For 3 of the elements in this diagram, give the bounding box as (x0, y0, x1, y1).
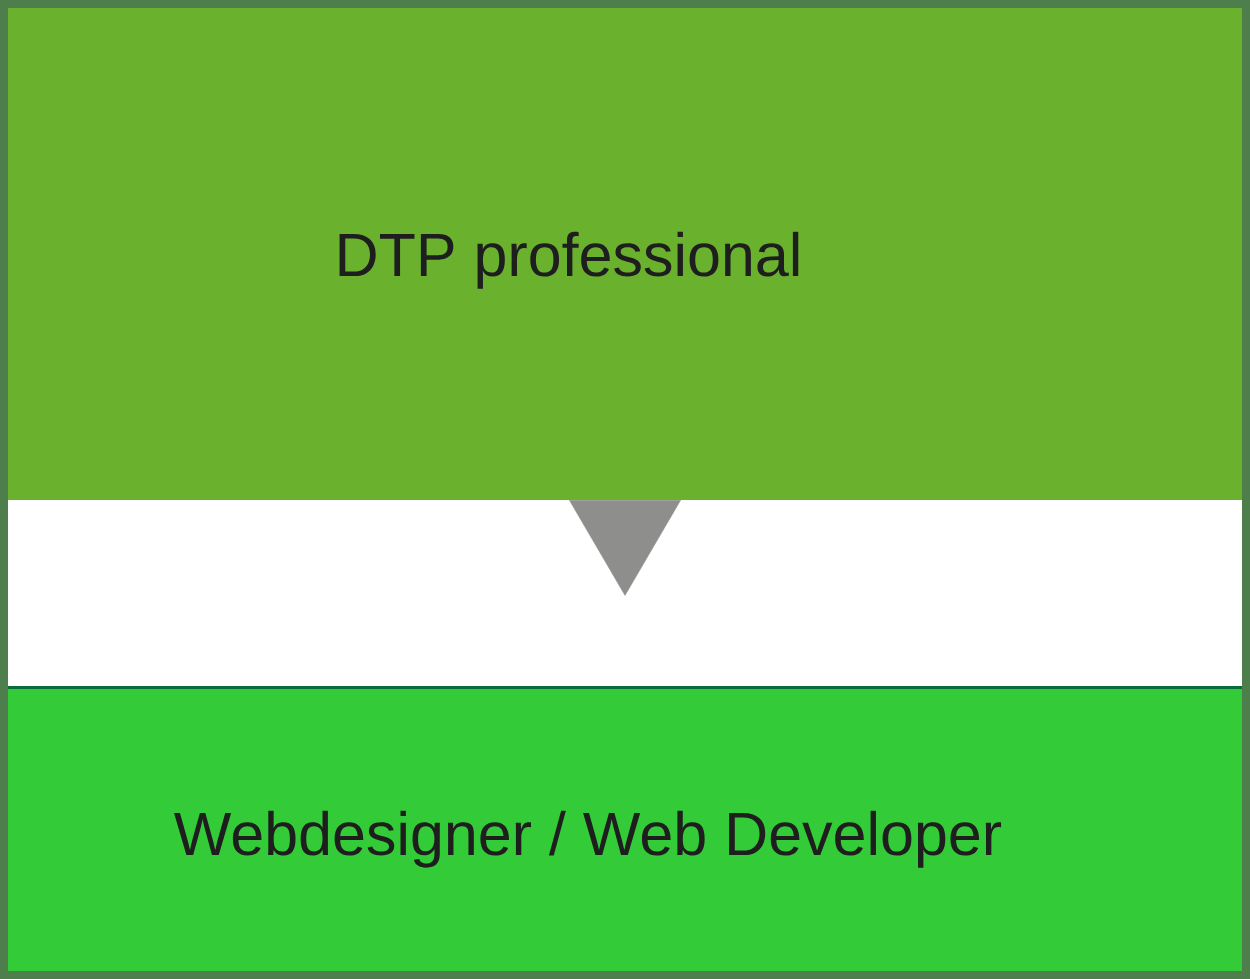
process-box: Webdesigner / Web Developer (8, 686, 1242, 971)
process-box: DTP professional (8, 8, 1242, 500)
arrow (569, 499, 681, 596)
